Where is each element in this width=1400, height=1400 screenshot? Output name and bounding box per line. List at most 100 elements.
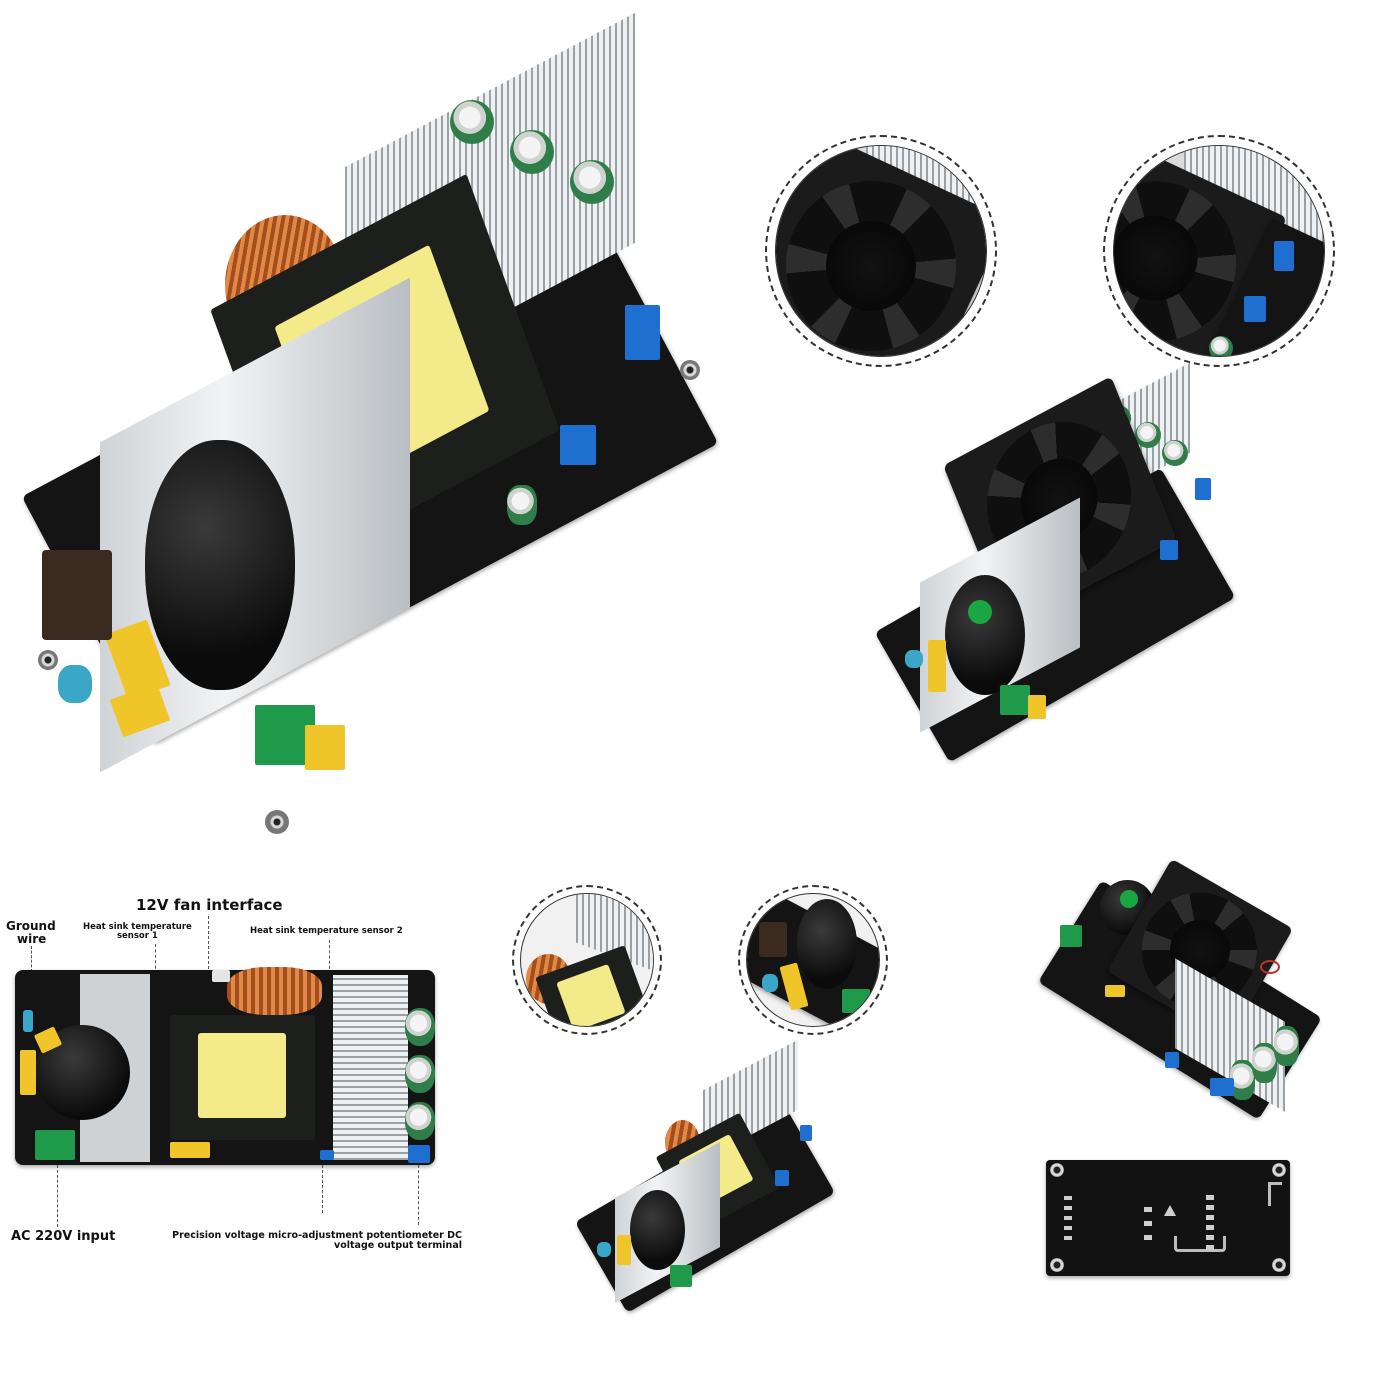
ac-input-terminal [1000, 685, 1030, 715]
potentiometer [1244, 296, 1266, 322]
label-sensor-1-line1: Heat sink temperature [83, 922, 192, 932]
common-mode-choke [42, 550, 112, 640]
potentiometer [775, 1170, 789, 1186]
solder-pads [1064, 1190, 1072, 1240]
output-capacitor [1162, 440, 1188, 466]
leader-dc-output [418, 1165, 419, 1225]
small-capacitor [507, 485, 537, 525]
leader-fan [208, 916, 209, 974]
output-capacitor [405, 1102, 435, 1140]
closeup-inset-fan-potentiometer [1103, 135, 1335, 367]
labeled-diagram: 12V fan interface Ground wire Heat sink … [0, 890, 470, 1270]
x-capacitor [20, 1050, 36, 1095]
mounting-hole [680, 360, 700, 380]
solder-pads [1206, 1190, 1214, 1250]
output-capacitor [1274, 1026, 1299, 1066]
mounting-hole [1272, 1258, 1286, 1272]
board-back-photo [1046, 1160, 1290, 1276]
board-small-photo [574, 1039, 836, 1313]
mounting-hole [1272, 1163, 1286, 1177]
board-with-fan-rotated-photo [1037, 858, 1330, 1120]
dc-output-terminal [1195, 478, 1211, 500]
output-capacitor [405, 1008, 435, 1046]
board-with-fan-photo [870, 362, 1236, 763]
pcb-top-view [15, 967, 435, 1165]
y-capacitor [905, 650, 923, 668]
bulk-capacitor [145, 440, 295, 690]
label-potentiometer-line2: voltage output terminal [334, 1239, 462, 1251]
optocoupler [170, 1142, 210, 1158]
bulk-capacitor [945, 575, 1025, 695]
label-ground-wire: Ground [6, 920, 56, 933]
mounting-hole [265, 810, 289, 834]
ac-input-terminal [1060, 925, 1082, 947]
output-capacitor [510, 130, 554, 174]
label-sensor-1-line2: sensor 1 [116, 930, 158, 941]
ac-input-terminal [842, 989, 870, 1013]
qc-sticker [968, 600, 992, 624]
ac-terminal-lever [305, 725, 345, 770]
inset-image [520, 893, 654, 1027]
y-capacitor [58, 665, 92, 703]
leader-potentiometer [322, 1165, 323, 1213]
mounting-hole [1050, 1163, 1064, 1177]
output-capacitor [1135, 422, 1161, 448]
ac-input-terminal [35, 1130, 75, 1160]
output-capacitor [1252, 1043, 1277, 1083]
inset-image [775, 145, 987, 357]
transformer-core [198, 1033, 286, 1118]
x-capacitor [617, 1235, 631, 1265]
ac-terminal-lever [1028, 695, 1046, 719]
closeup-inset-ac-input [738, 885, 888, 1035]
dc-output-terminal [1210, 1078, 1234, 1096]
label-ground-wire-2: wire [17, 932, 47, 946]
ac-input-terminal [670, 1265, 692, 1287]
leader-sensor2 [329, 940, 330, 974]
label-ac-220v-input: AC 220V input [11, 1229, 116, 1244]
potentiometer [1165, 1052, 1179, 1068]
leader-sensor1 [155, 944, 156, 974]
output-capacitor [1230, 1060, 1255, 1100]
transformer [170, 1015, 315, 1140]
dc-output-terminal [408, 1145, 430, 1163]
bulk-capacitor [630, 1190, 685, 1270]
potentiometer [320, 1150, 334, 1160]
closeup-inset-transformer [512, 885, 662, 1035]
y-capacitor [762, 974, 778, 992]
label-potentiometer-line1: Precision voltage micro-adjustment poten… [172, 1230, 462, 1241]
dc-output-terminal [1274, 241, 1294, 271]
label-ground-line1: Ground [6, 919, 56, 933]
solder-trace [1174, 1236, 1226, 1252]
output-capacitor [450, 100, 494, 144]
potentiometer [1160, 540, 1178, 560]
y-capacitor [23, 1010, 33, 1032]
solder-trace [1268, 1182, 1282, 1206]
label-sensor-1: Heat sink temperature sensor 1 [83, 923, 192, 941]
closeup-inset-fan [765, 135, 997, 367]
main-board-photo [10, 12, 720, 834]
output-capacitor [570, 160, 614, 204]
y-capacitor [597, 1242, 611, 1257]
solder-pads [1144, 1200, 1152, 1240]
output-heatsink [333, 975, 408, 1160]
toroid-coil [227, 967, 322, 1015]
warning-triangle-icon [1164, 1205, 1176, 1216]
x-capacitor [928, 640, 946, 692]
label-12v-fan-interface: 12V fan interface [136, 896, 283, 914]
inset-image [746, 893, 880, 1027]
small-capacitor [1209, 336, 1233, 356]
inset-image [1113, 145, 1325, 357]
dc-output-terminal [800, 1125, 812, 1141]
bulk-capacitor [797, 899, 857, 989]
label-sensor-2: Heat sink temperature sensor 2 [250, 926, 403, 936]
dc-output-terminal [625, 305, 660, 360]
output-capacitor [405, 1055, 435, 1093]
optocoupler [1105, 985, 1125, 997]
transformer-core [556, 963, 626, 1026]
fan-connector [212, 970, 230, 982]
mounting-hole [1050, 1258, 1064, 1272]
qc-sticker [1120, 890, 1138, 908]
label-potentiometer-dc-output: Precision voltage micro-adjustment poten… [120, 1231, 462, 1251]
fan-wire [1260, 960, 1280, 974]
potentiometer [560, 425, 596, 465]
